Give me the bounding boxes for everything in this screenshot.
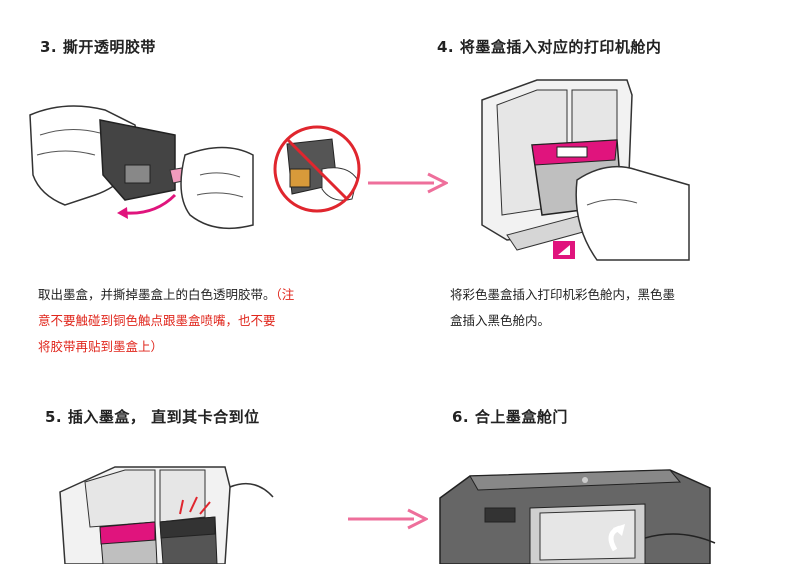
printer-door-icon (439, 469, 716, 564)
step-3-title: 3. 撕开透明胶带 (40, 38, 156, 56)
step-4-description: 将彩色墨盒插入打印机彩色舱内，黑色墨 盒插入黑色舱内。 (450, 287, 676, 328)
arrow-right-icon (348, 508, 428, 530)
hand-peeling-tape-icon (29, 105, 254, 230)
cartridges-seated-icon (59, 466, 274, 564)
step-6-title: 6. 合上墨盒舱门 (452, 408, 568, 426)
step-4-title: 4. 将墨盒插入对应的打印机舱内 (437, 38, 662, 56)
no-touch-sign-icon (273, 125, 361, 213)
arrow-right-icon (368, 172, 448, 194)
step-5-title: 5. 插入墨盒， 直到其卡合到位 (45, 408, 260, 426)
cartridge-insert-icon (481, 79, 690, 261)
step-3-description: 取出墨盒，并撕掉墨盒上的白色透明胶带。（注 意不要触碰到铜色触点跟墨盒喷嘴，也不… (38, 287, 295, 354)
